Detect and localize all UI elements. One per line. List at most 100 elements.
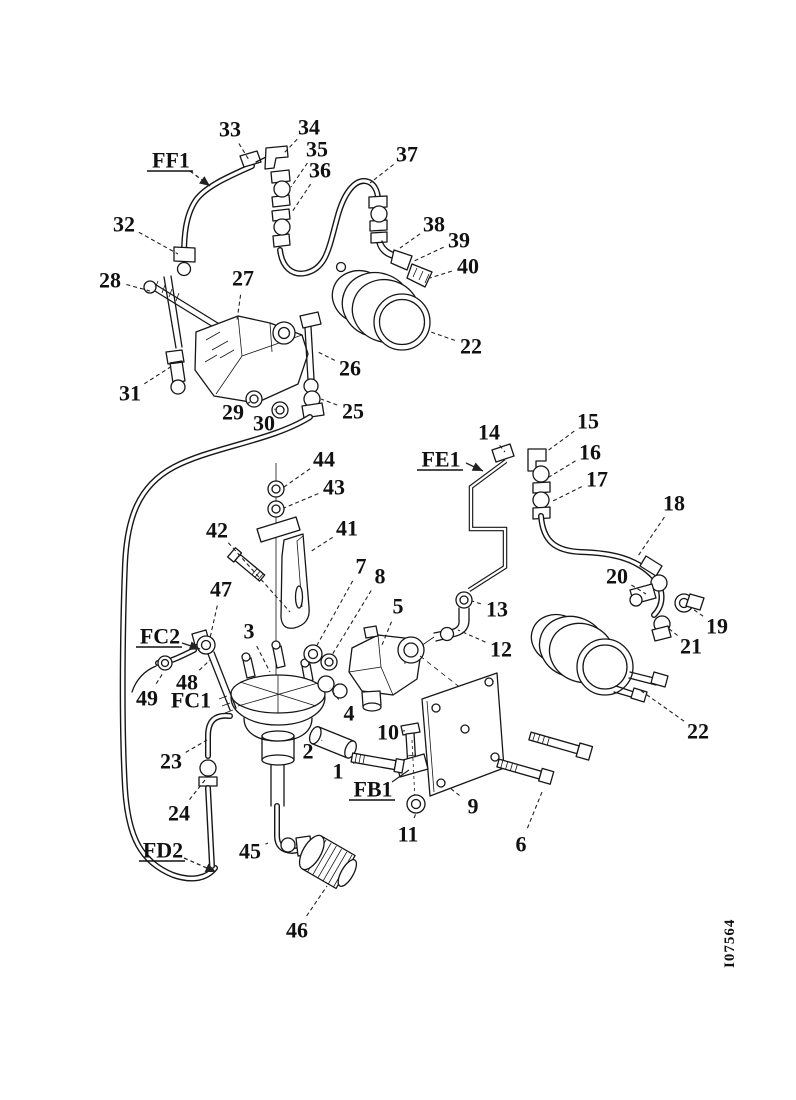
callout-28: 28 [99,268,121,293]
plate-9-hole1 [431,703,441,713]
leader-49 [155,672,164,684]
callout-27: 27 [232,266,254,291]
callout-44: 44 [313,447,335,472]
callout-24: 24 [168,801,190,826]
union-17 [532,491,550,509]
leader-23 [185,739,208,753]
callout-17: 17 [586,467,608,492]
bolt-10-head [400,722,421,736]
nut-30-inner [275,405,285,415]
valve-27-port-inner [277,326,291,340]
leader-6 [526,791,543,829]
callout-19: 19 [706,614,728,639]
fitting-32-body [173,246,196,263]
callout-14: 14 [478,420,500,445]
mounting-plate-9-group [350,655,594,814]
plate-9-hole5 [460,724,470,734]
callout-29: 29 [222,400,244,425]
callout-38: 38 [423,212,445,237]
hose-24-down-inner [206,786,214,868]
elbow-23-tube-inner [206,714,232,758]
valve-5-stud [363,625,379,639]
filter-3-stud-nut2 [271,640,281,650]
elbow-31-nut [170,379,186,395]
valve-5-group [303,625,425,712]
bolt-6a-threads [532,733,550,746]
ref-leader-FE1 [465,462,484,472]
leader-41 [309,536,333,553]
chamber-lower-face-inner [582,644,628,690]
ref-label-FE1: FE1 [421,447,460,472]
assembly-line [419,655,477,701]
callout-43: 43 [323,475,345,500]
bolt-42-head [227,547,243,563]
pipe-3-to-45 [270,764,285,807]
ref-label-FC1: FC1 [171,688,211,713]
hose-37-tube-inner [278,179,380,276]
bolt-1 [350,752,405,774]
ref-label-FC2: FC2 [140,624,180,649]
filter-3-neck-sides [261,735,295,761]
valve-27-edges [215,315,303,395]
leader-31 [144,365,173,385]
nut-49 [157,655,173,671]
leader-8 [331,590,372,656]
valve-5-port [361,690,382,707]
callout-30: 30 [253,411,275,436]
filter-3-neck-top [261,730,295,742]
leader-13 [471,600,481,605]
leader-lines [126,138,704,917]
banjo-bolt-7-inner [307,648,319,660]
leader-12 [457,629,486,643]
union-ring-35 [273,180,291,198]
leader-44 [283,468,311,488]
leader-22 [639,689,685,722]
sleeve-2 [308,726,357,759]
callout-16: 16 [579,440,601,465]
bolt-1-head [393,758,405,774]
callout-37: 37 [396,142,418,167]
fitting-stack-34-36 [264,145,291,248]
pipe-28-threads [154,280,180,302]
nut-43 [267,500,285,518]
callout-35: 35 [306,137,328,162]
chamber-lower-stud2-nut [630,687,648,703]
ref-leader-FC2 [181,641,201,651]
cone-40-hatch [412,267,430,284]
leader-1 [352,761,357,764]
callout-7: 7 [356,554,367,579]
figure-id-code: I07564 [722,919,738,968]
callout-1: 1 [333,759,344,784]
leader-4 [329,687,340,700]
leader-3 [256,645,271,673]
pipe-fe1-inner [468,460,507,591]
callout-26: 26 [339,356,361,381]
pipe-28 [149,282,222,331]
leader-14 [499,444,506,453]
elbow-47-ring-inner [200,639,212,651]
ref-label-FD2: FD2 [143,838,183,863]
callout-32: 32 [113,212,135,237]
fitting-13 [455,591,473,609]
leader-38 [399,233,421,249]
banjo-bolt-7 [303,644,323,664]
plate-9-hole2 [484,677,494,687]
strainer-46-face [298,834,325,871]
nut-43-inner [271,504,281,514]
bolt-6b-threads [500,760,518,773]
filter-3-stud-nut1 [241,652,251,662]
leader-40 [429,270,452,279]
elbow-12-nut [439,626,455,642]
ref-label-FF1: FF1 [152,148,190,173]
valve-27-port [272,321,296,345]
callout-8: 8 [375,564,386,589]
callout-18: 18 [663,491,685,516]
bracket-41-edge [296,535,304,608]
nut-11 [406,794,426,814]
hose-18-tube-inner [539,514,664,617]
leader-15 [545,430,575,453]
ref-leader-FD2 [183,857,217,873]
leader-18 [637,516,665,557]
